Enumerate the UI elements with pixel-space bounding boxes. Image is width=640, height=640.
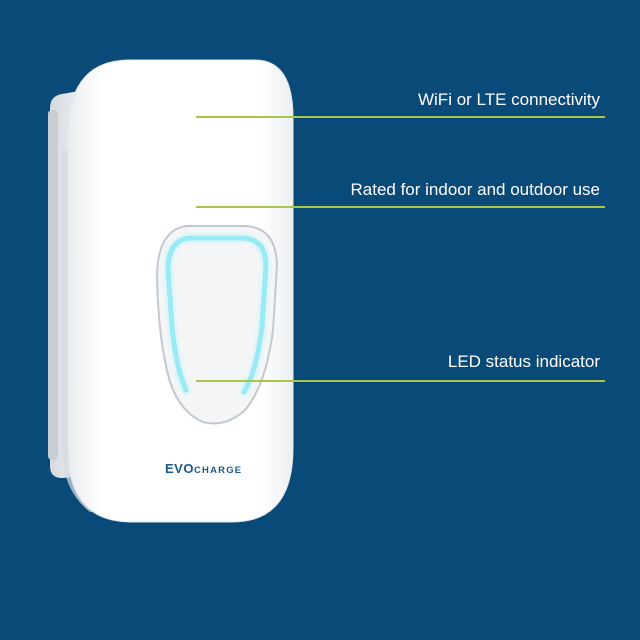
- brand-logo: EVOCHARGE: [165, 461, 242, 476]
- brand-logo-secondary: CHARGE: [193, 465, 243, 476]
- brand-logo-primary: EVO: [165, 461, 194, 476]
- bracket-edge: [48, 110, 58, 460]
- callout-rating-label: Rated for indoor and outdoor use: [350, 180, 600, 199]
- led-status-ring: [165, 235, 269, 395]
- callout-rating-line: [196, 206, 605, 208]
- callout-connectivity-label: WiFi or LTE connectivity: [417, 90, 600, 109]
- callout-led-label: LED status indicator: [447, 352, 600, 371]
- led-bezel: [155, 225, 279, 425]
- callout-led-line: [196, 380, 605, 382]
- callout-connectivity-line: [196, 116, 605, 118]
